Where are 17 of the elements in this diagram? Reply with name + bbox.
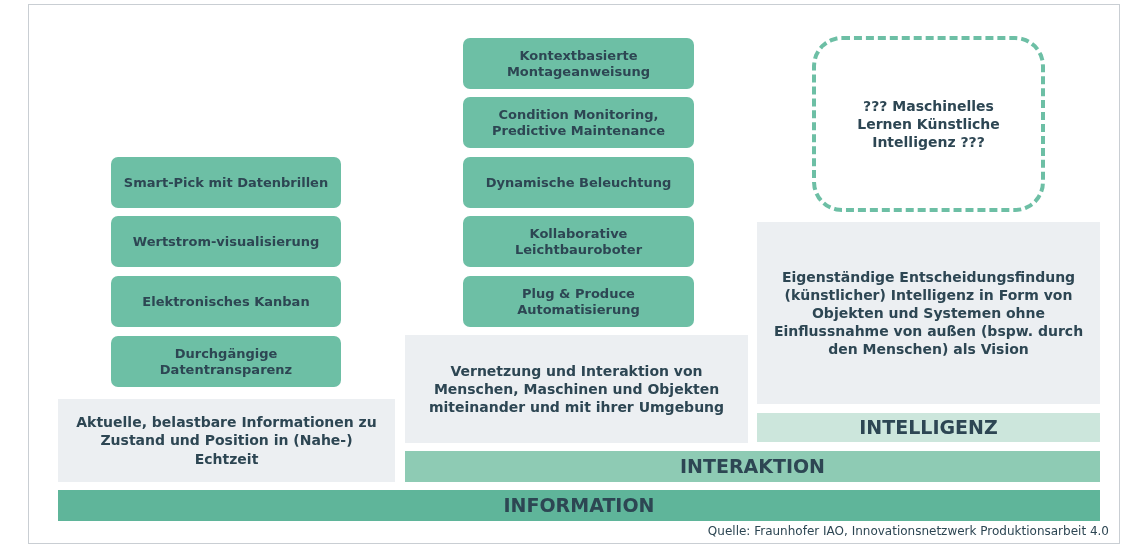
solution-box: Wertstrom-visualisierung [111, 216, 341, 267]
description-panel: Vernetzung und Interaktion von Menschen, Maschinen und Objekten miteinander und mit ihrer Umgebung [405, 335, 748, 443]
vision-box: ??? Maschinelles Lernen Künstliche Intelligenz ??? [812, 36, 1045, 212]
solution-box: Kollaborative Leichtbauroboter [463, 216, 694, 267]
description-panel: Aktuelle, belastbare Informationen zu Zustand und Position in (Nahe-) Echtzeit [58, 399, 395, 482]
solution-box: Plug & Produce Automatisierung [463, 276, 694, 327]
solution-box: Smart-Pick mit Datenbrillen [111, 157, 341, 208]
solution-box: Kontextbasierte Montageanweisung [463, 38, 694, 89]
solution-box: Condition Monitoring, Predictive Maintenance [463, 97, 694, 148]
solution-box: Dynamische Beleuchtung [463, 157, 694, 208]
description-panel: Eigenständige Entscheidungsfindung (künstlicher) Intelligenz in Form von Objekten und Systemen ohne Einflussnahme von außen (bspw. durch den Menschen) als Vision [757, 222, 1100, 404]
solution-box: Durchgängige Datentransparenz [111, 336, 341, 387]
level-bar: INTELLIGENZ [757, 413, 1100, 442]
level-bar: INFORMATION [58, 490, 1100, 521]
level-bar: INTERAKTION [405, 451, 1100, 482]
solution-box: Elektronisches Kanban [111, 276, 341, 327]
source-note: Quelle: Fraunhofer IAO, Innovationsnetzwerk Produktionsarbeit 4.0 [707, 524, 1109, 538]
